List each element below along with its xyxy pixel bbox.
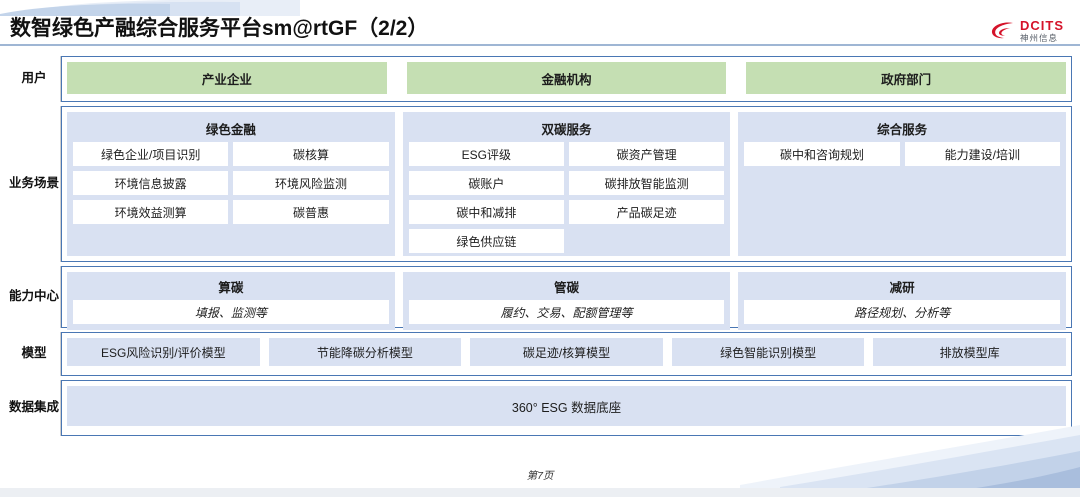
scenario-cell[interactable]: 绿色供应链 xyxy=(408,229,564,253)
slide-header: 数智绿色产融综合服务平台sm@rtGF（2/2） DCITS 神州信息 xyxy=(0,10,1080,46)
capability-card-reduce-research[interactable]: 减研 路径规划、分析等 xyxy=(738,272,1067,330)
panel-comprehensive-service: 综合服务 碳中和咨询规划 能力建设/培训 xyxy=(738,112,1067,256)
scenario-cell[interactable]: 碳中和减排 xyxy=(408,200,564,224)
scenario-cell[interactable]: 产品碳足迹 xyxy=(569,200,725,224)
scenario-cell[interactable]: 碳普惠 xyxy=(233,200,389,224)
page-title: 数智绿色产融综合服务平台sm@rtGF（2/2） xyxy=(10,17,429,40)
scenario-cell[interactable]: 绿色企业/项目识别 xyxy=(73,142,229,166)
model-box[interactable]: ESG风险识别/评价模型 xyxy=(67,338,260,366)
capability-title: 减研 xyxy=(889,281,915,295)
capability-subtitle: 填报、监测等 xyxy=(73,300,389,324)
row-body-data-integration: 360° ESG 数据底座 xyxy=(61,380,1072,436)
scenario-cell[interactable]: 环境效益测算 xyxy=(73,200,229,224)
page-number: 第7页 xyxy=(526,470,554,482)
dcits-swirl-icon xyxy=(990,20,1016,42)
panel-title: 绿色金融 xyxy=(205,123,256,137)
capability-card-calc-carbon[interactable]: 算碳 填报、监测等 xyxy=(67,272,395,330)
scenario-cell[interactable]: 碳排放智能监测 xyxy=(569,171,725,195)
scenario-cell[interactable]: ESG评级 xyxy=(408,142,564,166)
user-box[interactable]: 产业企业 xyxy=(67,62,387,94)
model-box[interactable]: 绿色智能识别模型 xyxy=(671,338,865,366)
row-data-integration: 数据集成 360° ESG 数据底座 xyxy=(8,380,1072,436)
user-box[interactable]: 政府部门 xyxy=(746,62,1066,94)
row-capability-center: 能力中心 算碳 填报、监测等 管碳 履约、交易、配额管理等 减研 路径规划、分析… xyxy=(8,266,1072,330)
scenario-cell[interactable]: 能力建设/培训 xyxy=(904,142,1061,166)
scenario-cell[interactable]: 碳中和咨询规划 xyxy=(744,142,900,166)
data-foundation-bar[interactable]: 360° ESG 数据底座 xyxy=(67,386,1066,426)
panel-green-finance: 绿色金融 绿色企业/项目识别 碳核算 环境信息披露 环境风险监测 环境效益测算 … xyxy=(67,112,395,256)
row-label-model: 模型 xyxy=(8,332,61,376)
logo-text-cn: 神州信息 xyxy=(1020,33,1059,44)
scenario-cell[interactable]: 碳核算 xyxy=(233,142,389,166)
row-users: 用户 产业企业 金融机构 政府部门 xyxy=(8,56,1072,102)
scenario-cell[interactable]: 环境风险监测 xyxy=(233,171,389,195)
row-label-data-integration: 数据集成 xyxy=(8,380,61,436)
user-box[interactable]: 金融机构 xyxy=(406,62,727,94)
model-box[interactable]: 节能降碳分析模型 xyxy=(268,338,462,366)
architecture-grid: 用户 产业企业 金融机构 政府部门 业务场景 绿色金融 绿色企业/项目识别 xyxy=(8,56,1072,440)
row-body-model: ESG风险识别/评价模型 节能降碳分析模型 碳足迹/核算模型 绿色智能识别模型 … xyxy=(61,332,1072,376)
panel-spacer xyxy=(409,253,725,259)
header-divider xyxy=(0,44,1080,46)
row-label-capability-center: 能力中心 xyxy=(8,266,61,328)
panel-title: 综合服务 xyxy=(877,123,928,137)
model-box[interactable]: 排放模型库 xyxy=(873,338,1066,366)
panel-dual-carbon: 双碳服务 ESG评级 碳资产管理 碳账户 碳排放智能监测 碳中和减排 产品碳足迹… xyxy=(402,112,731,259)
panel-spacer xyxy=(73,224,389,250)
row-body-business-scenario: 绿色金融 绿色企业/项目识别 碳核算 环境信息披露 环境风险监测 环境效益测算 … xyxy=(61,106,1072,262)
scenario-cell[interactable]: 碳账户 xyxy=(408,171,564,195)
bottom-strip xyxy=(0,488,1080,497)
row-business-scenario: 业务场景 绿色金融 绿色企业/项目识别 碳核算 环境信息披露 环境风险监测 环境… xyxy=(8,106,1072,262)
row-model: 模型 ESG风险识别/评价模型 节能降碳分析模型 碳足迹/核算模型 绿色智能识别… xyxy=(8,332,1072,376)
panel-title: 双碳服务 xyxy=(541,123,592,137)
scenario-cell-empty xyxy=(569,229,724,253)
company-logo: DCITS 神州信息 xyxy=(990,16,1064,46)
logo-text-en: DCITS xyxy=(1020,18,1064,34)
row-label-users: 用户 xyxy=(8,56,61,102)
row-label-business-scenario: 业务场景 xyxy=(8,106,61,262)
capability-subtitle: 路径规划、分析等 xyxy=(744,300,1061,324)
panel-spacer xyxy=(744,166,1060,250)
capability-title: 管碳 xyxy=(554,281,580,295)
model-box[interactable]: 碳足迹/核算模型 xyxy=(470,338,663,366)
row-body-users: 产业企业 金融机构 政府部门 xyxy=(61,56,1072,102)
capability-card-manage-carbon[interactable]: 管碳 履约、交易、配额管理等 xyxy=(402,272,731,330)
row-body-capability-center: 算碳 填报、监测等 管碳 履约、交易、配额管理等 减研 路径规划、分析等 xyxy=(61,266,1072,330)
capability-subtitle: 履约、交易、配额管理等 xyxy=(408,300,725,324)
scenario-cell[interactable]: 碳资产管理 xyxy=(569,142,725,166)
scenario-cell[interactable]: 环境信息披露 xyxy=(73,171,229,195)
capability-title: 算碳 xyxy=(218,281,244,295)
